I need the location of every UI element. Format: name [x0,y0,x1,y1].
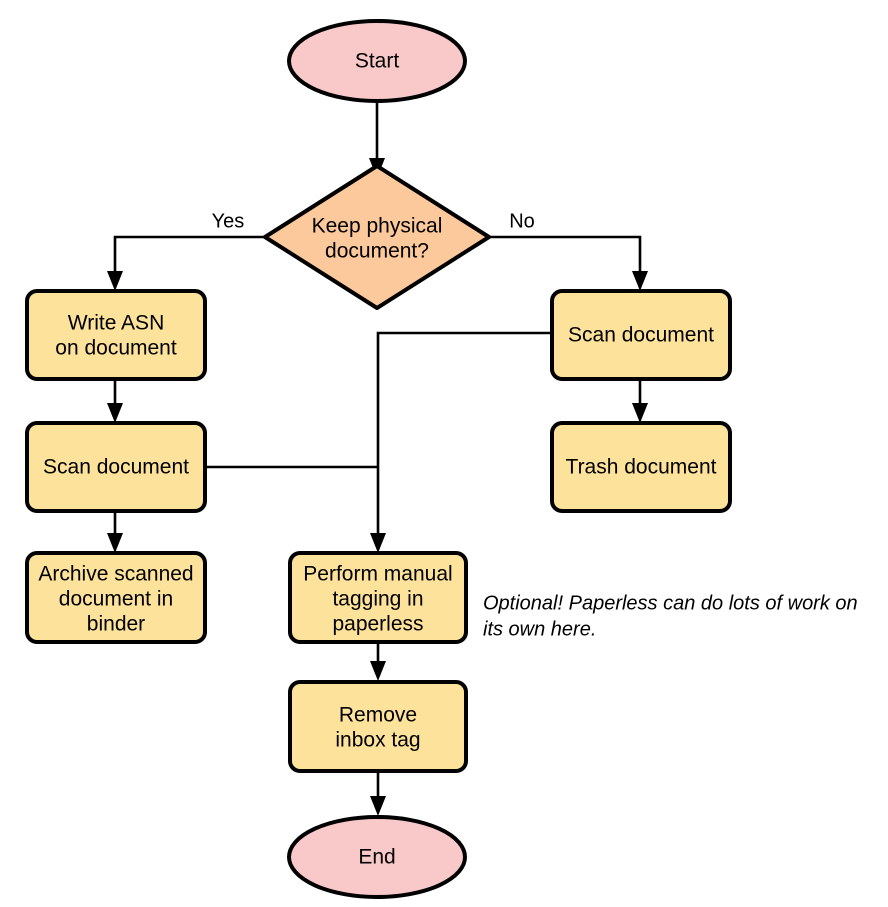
tagging-label-line1: Perform manual [303,563,452,586]
remove-inbox-tag-label-line1: Remove [339,704,417,727]
edge-scan-right-to-tagging [370,331,552,553]
edge-scan-right-to-trash [632,379,648,423]
write-asn-label-line1: Write ASN [68,312,164,335]
scan-document-right-label: Scan document [568,324,714,347]
edge-label-no: No [509,210,535,232]
optional-note: Optional! Paperless can do lots of work … [483,592,858,640]
decision-diamond-shape [263,164,491,310]
arrowhead-tagging-removetag [370,661,386,681]
edge-line-no [489,235,642,278]
archive-label-line2: document in [59,588,173,611]
scan-document-left-label: Scan document [43,456,189,479]
trash-document-label: Trash document [566,456,717,479]
end-ellipse-shape [287,815,467,899]
node-scan-document-left[interactable]: Scan document [25,421,207,513]
scan-document-left-box-shape [25,421,207,513]
tagging-box-shape [288,551,468,644]
tagging-label-line3: paperless [332,613,423,636]
edge-remove-tag-to-end [370,771,386,816]
tagging-label-line2: tagging in [332,588,423,611]
edge-label-yes: Yes [212,210,245,232]
edge-tagging-to-remove-tag [370,642,386,681]
node-write-asn-on-document[interactable]: Write ASN on document [25,289,207,381]
arrowhead-scanright-trash [632,403,648,423]
arrowhead-no [632,271,648,291]
archive-box-shape [25,551,207,644]
node-decision-keep-physical-document[interactable]: Keep physical document? [263,164,491,310]
trash-document-box-shape [550,421,732,513]
arrowhead-removetag-end [370,796,386,816]
node-start[interactable]: Start [287,19,467,103]
edge-decision-yes-to-write-asn [107,235,265,291]
arrowhead-yes [107,271,123,291]
node-scan-document-right[interactable]: Scan document [550,289,732,381]
decision-label-line2: document? [325,240,429,263]
node-end[interactable]: End [287,815,467,899]
arrowhead-scanright-tagging [370,533,386,553]
edge-line-scanright-tagging [376,331,552,540]
remove-inbox-tag-box-shape [288,680,468,773]
optional-note-line2: its own here. [483,618,596,640]
node-perform-manual-tagging[interactable]: Perform manual tagging in paperless [288,551,468,644]
edge-decision-no-to-scan-right [489,235,648,291]
archive-label-line1: Archive scanned [38,563,193,586]
start-ellipse-shape [287,19,467,103]
node-archive-scanned-document[interactable]: Archive scanned document in binder [25,551,207,644]
arrowhead-scanleft-archive [107,533,123,553]
node-remove-inbox-tag[interactable]: Remove inbox tag [288,680,468,773]
end-label: End [358,846,395,869]
decision-label-line1: Keep physical [312,215,443,238]
remove-inbox-tag-label-line2: inbox tag [335,729,420,752]
arrowhead-writeasn-scanleft [107,403,123,423]
optional-note-line1: Optional! Paperless can do lots of work … [483,592,858,614]
edge-scan-left-to-archive [107,510,123,553]
start-label: Start [355,50,400,73]
node-trash-document[interactable]: Trash document [550,421,732,513]
write-asn-label-line2: on document [55,337,177,360]
write-asn-box-shape [25,289,207,381]
edge-write-asn-to-scan-left [107,379,123,423]
edge-line-yes [113,235,265,278]
archive-label-line3: binder [87,613,145,636]
scan-document-right-box-shape [550,289,732,381]
